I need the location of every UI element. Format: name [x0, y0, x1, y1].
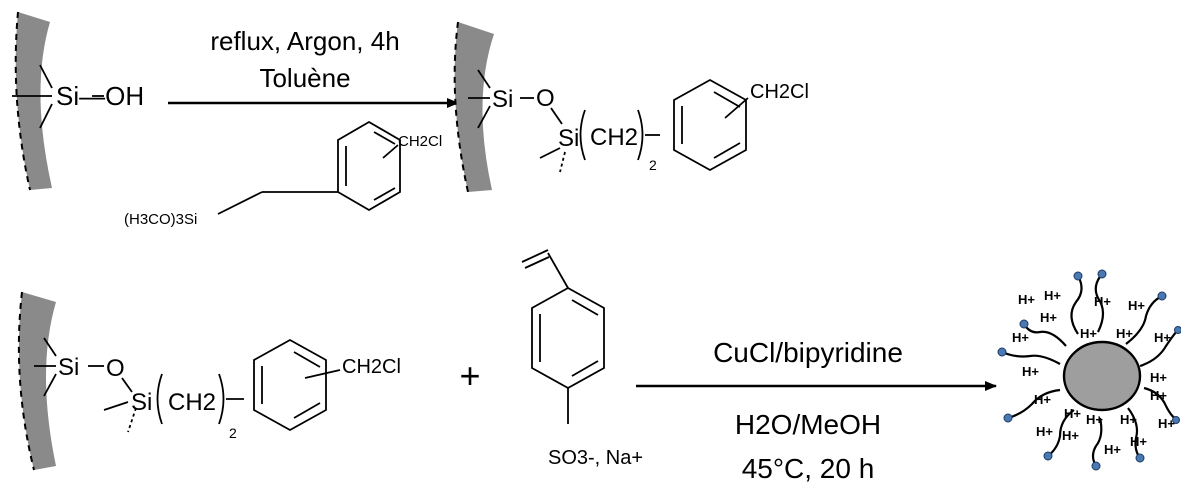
product1-o: O [536, 85, 555, 112]
silica-surface-1 [14, 11, 52, 191]
silanol-bonds [12, 64, 104, 129]
proton-label-18: H+ [1062, 428, 1079, 443]
proton-label-3: H+ [1094, 294, 1111, 309]
proton-label-12: H+ [1150, 388, 1167, 403]
proton-label-7: H+ [1116, 326, 1133, 341]
step1-condition-1: reflux, Argon, 4h [210, 26, 399, 56]
step2-chain: CH2 [168, 389, 216, 416]
product1-substituent: CH2Cl [750, 81, 809, 103]
product1-chain: CH2 [590, 124, 638, 151]
step2-condition-3: 45°C, 20 h [742, 453, 875, 484]
proton-label-1: H+ [1018, 292, 1035, 307]
step1-condition-2: Toluène [259, 63, 350, 93]
reagent-substituent: CH2Cl [398, 133, 442, 150]
product1-si-1: Si [492, 86, 513, 113]
sulfonate-group: SO3-, Na+ [548, 447, 643, 469]
proton-label-6: H+ [1080, 326, 1097, 341]
proton-label-11: H+ [1150, 370, 1167, 385]
step2-condition-1: CuCl/bipyridine [713, 337, 903, 368]
proton-label-10: H+ [1154, 330, 1171, 345]
proton-label-13: H+ [1034, 392, 1051, 407]
step2-condition-2: H2O/MeOH [735, 409, 881, 440]
nanoparticle-product: H+ H+ H+ H+ H+ H+ H+ H+ H+ H+ H+ H+ H+ H… [997, 269, 1181, 471]
plus-sign: + [459, 355, 480, 396]
step2-reactant-bonds [34, 337, 341, 433]
product1-subscript: 2 [649, 157, 657, 173]
step2-substituent: CH2Cl [342, 356, 401, 378]
proton-label-15: H+ [1086, 412, 1103, 427]
proton-label-5: H+ [1040, 310, 1057, 325]
step2-subscript: 2 [229, 425, 237, 441]
product1-bonds [468, 69, 749, 173]
reagent-silane-group: (H3CO)3Si [124, 211, 197, 228]
reactant-si-label: Si—OH [56, 81, 144, 111]
proton-label-16: H+ [1120, 412, 1137, 427]
proton-label-9: H+ [1022, 364, 1039, 379]
proton-label-8: H+ [1012, 330, 1029, 345]
proton-label-4: H+ [1128, 298, 1145, 313]
proton-label-19: H+ [1130, 434, 1147, 449]
silica-surface-2 [453, 21, 494, 193]
proton-label-14: H+ [1064, 406, 1081, 421]
silane-reagent [217, 120, 401, 215]
product1-si-2: Si [558, 125, 579, 152]
proton-label-21: H+ [1158, 416, 1175, 431]
proton-label-20: H+ [1104, 442, 1121, 457]
proton-label-17: H+ [1036, 424, 1053, 439]
silica-surface-3 [17, 291, 56, 471]
proton-label-2: H+ [1044, 288, 1061, 303]
step2-si-2: Si [131, 389, 152, 416]
step2-o: O [106, 355, 125, 382]
step2-si-1: Si [58, 354, 79, 381]
styrene-sulfonate [521, 249, 605, 424]
